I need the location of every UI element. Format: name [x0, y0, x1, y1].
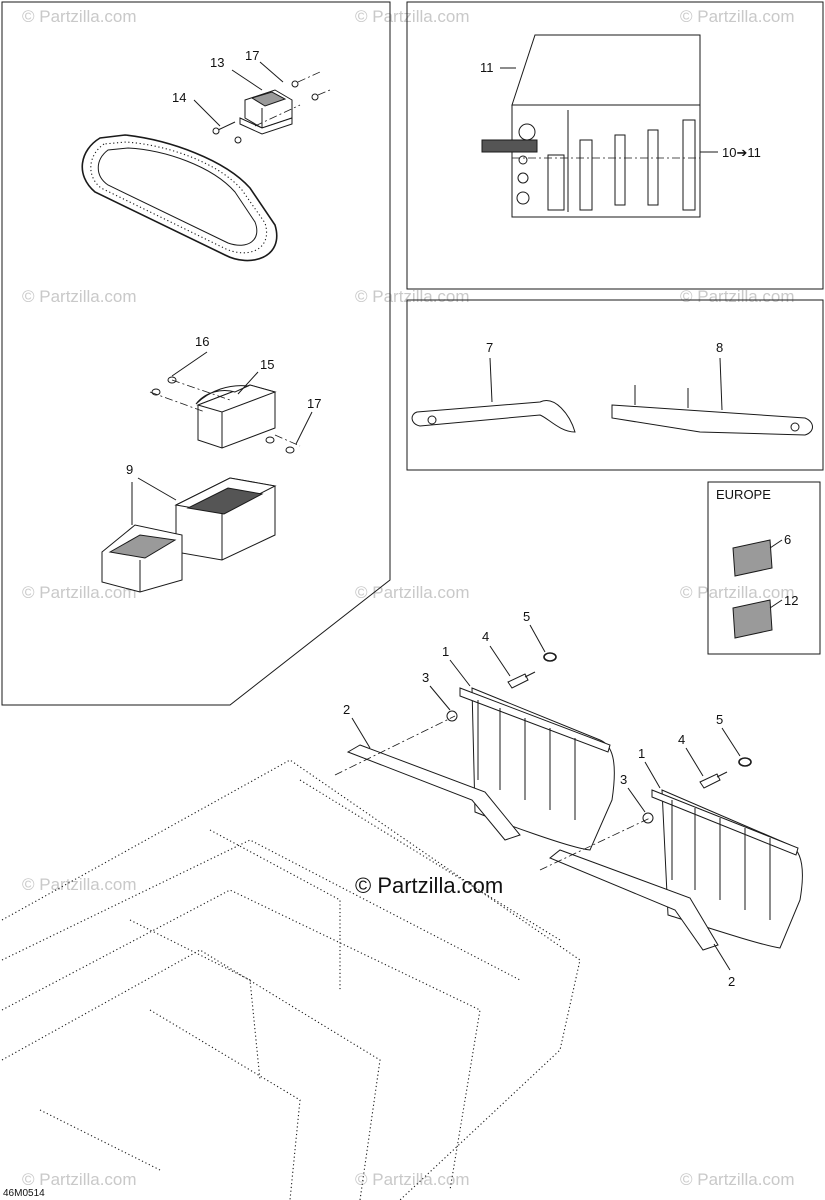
watermark-text: © Partzilla.com [355, 7, 470, 26]
callout-13: 13 [210, 55, 224, 70]
holder-15 [149, 376, 301, 454]
callouts: 13 17 14 16 15 17 9 11 10➔11 7 8 6 12 5 … [126, 48, 798, 989]
watermark-text: © Partzilla.com [355, 287, 470, 306]
callout-14: 14 [172, 90, 186, 105]
callout-5: 5 [716, 712, 723, 727]
watermark-text: © Partzilla.com [22, 7, 137, 26]
callout-17: 17 [245, 48, 259, 63]
watermark-text: © Partzilla.com [355, 1170, 470, 1189]
callout-2: 2 [343, 702, 350, 717]
callout-10-11: 10➔11 [722, 145, 761, 160]
watermark-text: © Partzilla.com [680, 7, 795, 26]
callout-8: 8 [716, 340, 723, 355]
callout-4: 4 [678, 732, 685, 747]
callout-3: 3 [620, 772, 627, 787]
leader-lines [131, 61, 783, 971]
callout-2: 2 [728, 974, 735, 989]
diagram-code: 46M0514 [3, 1188, 45, 1199]
callout-5: 5 [523, 609, 530, 624]
callout-3: 3 [422, 670, 429, 685]
belt-holder-bracket [212, 71, 331, 144]
flap-support-right [549, 849, 719, 951]
callout-4: 4 [482, 629, 489, 644]
watermark-text: © Partzilla.com [355, 583, 470, 602]
accessory-panel [1, 1, 391, 706]
drive-belt [81, 134, 278, 262]
watermark-text: © Partzilla.com [680, 287, 795, 306]
spanner-panel [406, 299, 824, 471]
callout-12: 12 [784, 593, 798, 608]
callout-1: 1 [442, 644, 449, 659]
watermark-text: © Partzilla.com [680, 1170, 795, 1189]
center-watermark: © Partzilla.com [355, 873, 503, 898]
fastener-hardware [334, 652, 752, 871]
callout-7: 7 [486, 340, 493, 355]
callout-9: 9 [126, 462, 133, 477]
chassis-frame [1, 759, 581, 1200]
watermark-text: © Partzilla.com [22, 287, 137, 306]
watermark-text: © Partzilla.com [22, 875, 137, 894]
inset-label: EUROPE [716, 487, 771, 502]
watermark-text: © Partzilla.com [22, 1170, 137, 1189]
callout-6: 6 [784, 532, 791, 547]
snow-flap-left [459, 687, 615, 851]
callout-16: 16 [195, 334, 209, 349]
callout-15: 15 [260, 357, 274, 372]
callout-11: 11 [480, 60, 494, 75]
storage-case-9 [101, 477, 277, 593]
watermark-text: © Partzilla.com [680, 583, 795, 602]
europe-inset: EUROPE [707, 481, 821, 655]
watermark-text: © Partzilla.com [22, 583, 137, 602]
flap-support-left [346, 744, 521, 841]
snow-flap-right [651, 789, 803, 949]
callout-1: 1 [638, 746, 645, 761]
tool-kit-panel [406, 1, 824, 290]
callout-17: 17 [307, 396, 321, 411]
